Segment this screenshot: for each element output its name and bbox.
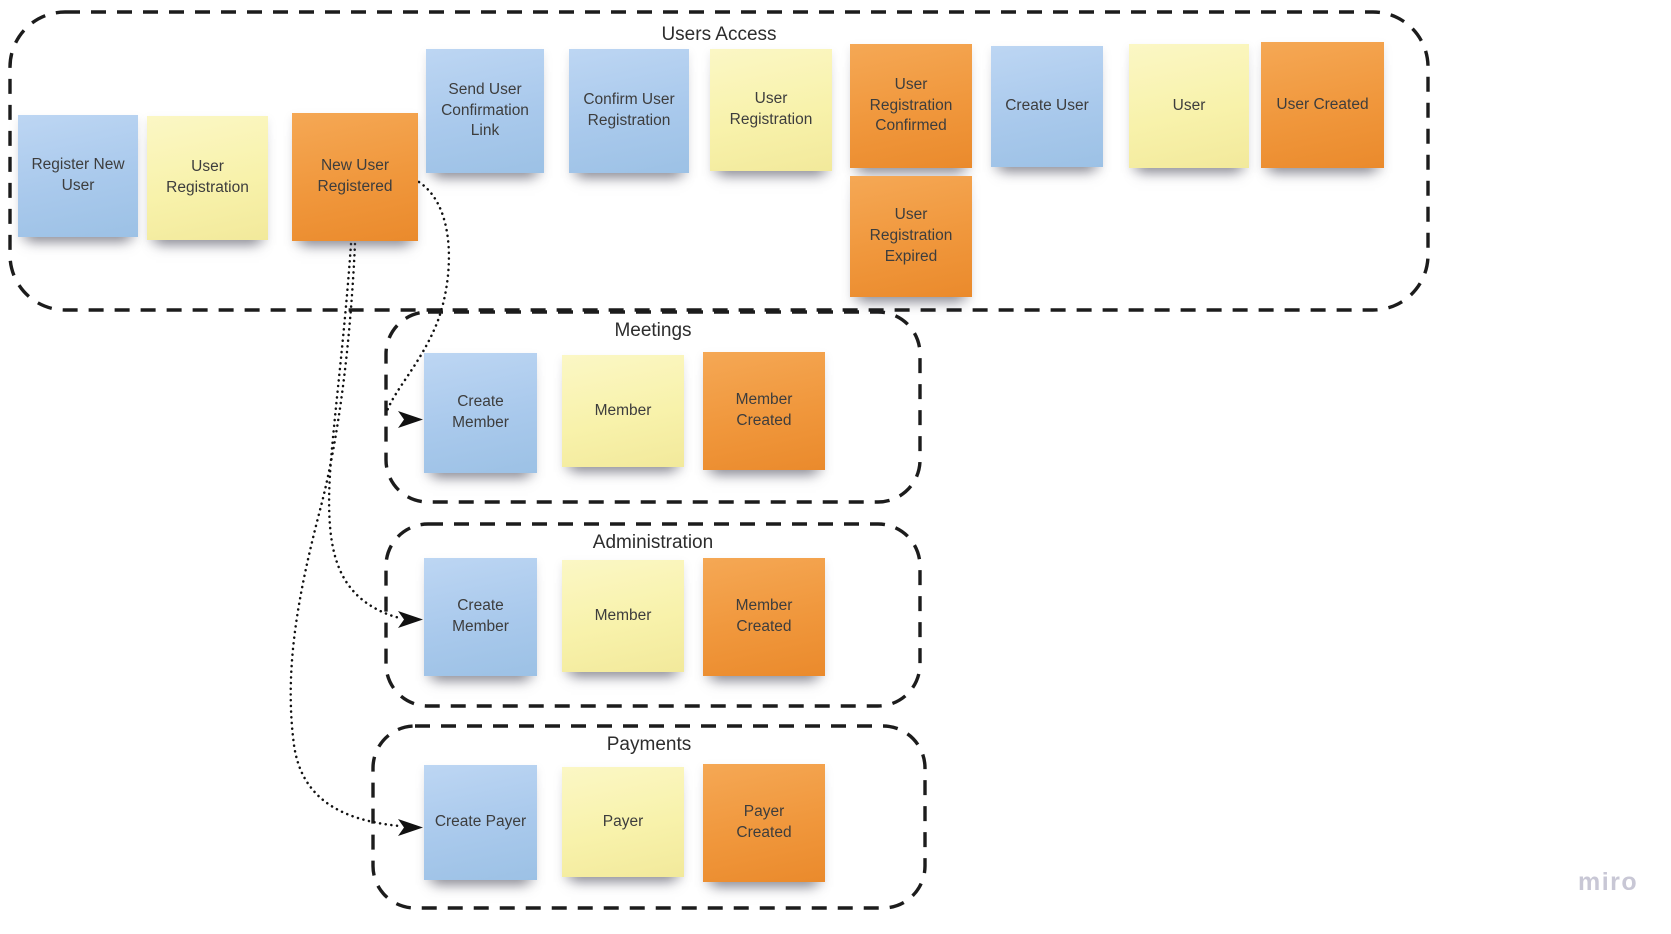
sticky-note-text: Create Member [452,597,509,635]
connector-to-administration-create-member-arrowhead-icon [398,611,423,628]
sticky-note-text: User Registration Expired [869,206,953,265]
sticky-note-text: Create Member [452,393,509,431]
connector-to-meetings-create-member-arrowhead-icon [398,411,423,428]
group-frame-payments[interactable] [371,724,927,910]
sticky-note-text: Send User Confirmation Link [441,80,529,140]
sticky-note-meetings-create-member[interactable]: Create Member [424,353,537,473]
sticky-note-text: Payer Created [736,803,792,841]
group-title-meetings: Meetings [614,320,692,341]
group-title-users-access: Users Access [661,24,777,45]
group-title-payments: Payments [606,734,692,755]
sticky-note-text: User Created [1276,95,1369,113]
sticky-note-users-access-user-registration-confirmed[interactable]: User Registration Confirmed [850,44,972,168]
sticky-note-text: Create Payer [434,813,527,831]
miro-watermark: miro [1578,868,1639,896]
sticky-note-users-access-confirm-user-registration[interactable]: Confirm User Registration [569,49,689,173]
sticky-note-users-access-user-registration[interactable]: User Registration [710,49,832,171]
sticky-note-text: User [1172,96,1206,114]
sticky-note-text: Payer [602,812,644,830]
sticky-note-text: New User Registered [317,157,393,195]
sticky-note-users-access-create-user[interactable]: Create User [991,46,1103,167]
sticky-note-text: User Registration Confirmed [869,75,953,135]
sticky-note-text: User Registration [729,90,813,128]
sticky-note-text: Member Created [735,597,793,635]
sticky-note-administration-member-created[interactable]: Member Created [703,558,825,676]
sticky-note-text: Member [594,606,652,624]
sticky-note-users-access-register-new-user[interactable]: Register New User [18,115,138,237]
sticky-note-payments-payer[interactable]: Payer [562,767,684,877]
sticky-note-text: Register New User [31,156,125,194]
sticky-note-payments-create-payer[interactable]: Create Payer [424,765,537,880]
sticky-note-users-access-user[interactable]: User [1129,44,1249,168]
sticky-note-meetings-member[interactable]: Member [562,355,684,467]
sticky-note-users-access-send-user-confirmation-link[interactable]: Send User Confirmation Link [426,49,544,173]
sticky-note-text: User Registration [166,158,249,196]
sticky-note-text: Confirm User Registration [583,91,675,129]
connector-to-administration-create-member[interactable] [327,242,402,620]
group-title-administration: Administration [592,532,714,553]
sticky-note-payments-payer-created[interactable]: Payer Created [703,764,825,882]
sticky-note-users-access-user-created[interactable]: User Created [1261,42,1384,168]
connector-to-payments-create-payer-arrowhead-icon [398,819,423,836]
sticky-note-text: Member [594,401,652,419]
sticky-note-administration-member[interactable]: Member [562,560,684,672]
sticky-note-users-access-new-user-registered[interactable]: New User Registered [292,113,418,241]
sticky-note-users-access-user-registration[interactable]: User Registration [147,116,268,240]
sticky-note-text: Create User [1005,97,1089,115]
group-frame-meetings[interactable] [384,310,922,504]
group-frame-users-access[interactable] [8,10,1430,312]
sticky-note-users-access-user-registration-expired[interactable]: User Registration Expired [850,176,972,297]
sticky-note-text: Member Created [735,391,793,429]
connector-to-meetings-create-member[interactable] [385,180,451,413]
sticky-note-administration-create-member[interactable]: Create Member [424,558,537,676]
sticky-note-meetings-member-created[interactable]: Member Created [703,352,825,470]
